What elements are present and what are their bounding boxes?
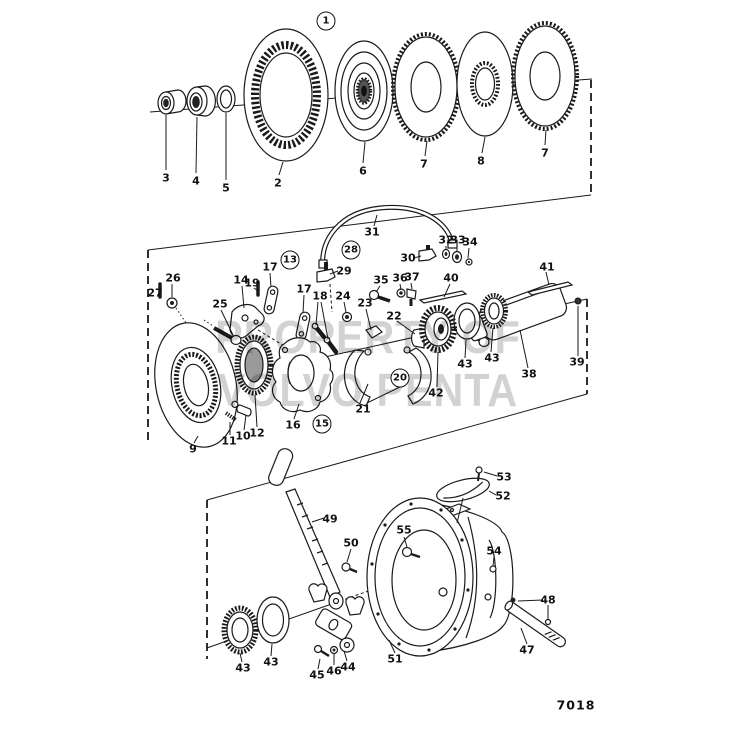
part-key-40 xyxy=(418,290,468,304)
part-bell-housing-51 xyxy=(366,497,514,657)
middle-assembly xyxy=(154,204,588,448)
part-bolt-25 xyxy=(203,319,242,346)
part-spring-11 xyxy=(224,411,238,422)
part-bracket-14 xyxy=(229,303,287,348)
part-elbow-fitting-29 xyxy=(316,262,336,313)
part-pressure-plate-9 xyxy=(154,322,239,448)
part-screw-45 xyxy=(313,644,330,658)
bottom-leader-lines xyxy=(239,471,549,670)
part-nut-24 xyxy=(341,311,353,323)
part-knurled-ring-12 xyxy=(234,334,274,396)
part-hose-31 xyxy=(318,204,458,269)
part-bevel-gear-42 xyxy=(411,305,457,353)
part-elbow-fitting-30 xyxy=(418,245,437,262)
part-pin-48 xyxy=(510,597,552,626)
part-wedge-23 xyxy=(365,325,383,339)
part-screw-53 xyxy=(475,466,483,482)
part-washers-32-33-34 xyxy=(441,248,473,266)
part-link-17a xyxy=(263,285,279,315)
part-ring-gear-2 xyxy=(243,28,329,162)
part-bolt-55 xyxy=(401,546,421,559)
part-key-41 xyxy=(526,281,574,296)
part-clamp-21a xyxy=(343,348,372,407)
part-bearing-4 xyxy=(186,85,216,117)
bottom-assembly xyxy=(206,448,566,670)
part-ring-43d xyxy=(256,596,290,644)
part-bearing-43c xyxy=(221,605,259,655)
part-clamp-21b xyxy=(403,346,432,405)
part-friction-disc-7a xyxy=(391,32,461,142)
part-hub-housing-16 xyxy=(271,337,334,413)
part-ring-5 xyxy=(216,85,236,113)
part-nut-46 xyxy=(329,645,339,655)
part-nut-36 xyxy=(396,288,406,298)
middle-leader-lines xyxy=(171,214,579,444)
part-bolt-50 xyxy=(341,562,358,574)
part-friction-disc-7b xyxy=(511,21,579,131)
flange-bolt-holes xyxy=(370,502,470,652)
part-bearing-43b xyxy=(480,293,508,329)
part-cover-plate-52 xyxy=(436,477,490,503)
part-fitting-37 xyxy=(406,288,417,306)
top-assembly xyxy=(157,21,579,180)
part-link-17b xyxy=(295,311,311,341)
part-roller-10 xyxy=(236,404,252,417)
part-steel-disc-8 xyxy=(456,31,514,137)
part-shift-fork-44 xyxy=(308,583,365,653)
figure-number: 7018 xyxy=(556,697,596,713)
part-rod-47 xyxy=(504,600,566,648)
part-lever-49 xyxy=(268,448,344,610)
part-plug-39 xyxy=(574,297,582,305)
part-pins-18 xyxy=(311,322,339,355)
part-bushing-3 xyxy=(157,89,187,115)
top-leader-lines xyxy=(165,113,547,180)
part-ring-43a xyxy=(453,302,481,340)
part-bolt-35 xyxy=(368,289,391,303)
part-drum-6 xyxy=(334,40,394,142)
part-plug-54 xyxy=(484,565,497,601)
